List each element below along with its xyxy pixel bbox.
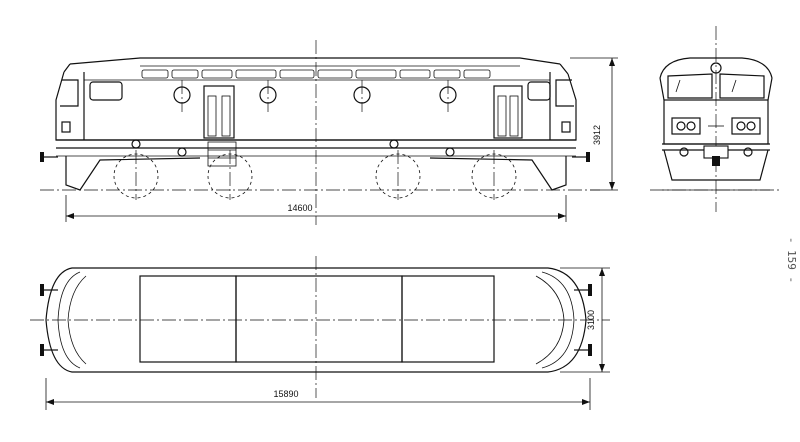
side-elevation: 14600 3912 bbox=[40, 40, 618, 225]
roof-vents bbox=[141, 69, 491, 79]
side-buffers bbox=[40, 152, 590, 162]
page-number: - 159 - bbox=[785, 237, 798, 283]
side-length-dimension: 14600 bbox=[65, 195, 567, 222]
side-height-dimension: 3912 bbox=[570, 57, 618, 191]
roof-panels bbox=[139, 275, 495, 363]
top-length-label: 15890 bbox=[273, 389, 298, 399]
top-width-dimension: 3100 bbox=[560, 267, 610, 373]
side-length-label: 14600 bbox=[287, 203, 312, 213]
plan-buffers bbox=[40, 284, 592, 356]
side-height-label: 3912 bbox=[592, 125, 602, 145]
bogie-wheels bbox=[113, 150, 517, 200]
side-portholes bbox=[173, 80, 457, 112]
top-length-dimension: 15890 bbox=[45, 378, 591, 410]
front-elevation bbox=[650, 26, 782, 212]
top-plan: 3100 15890 bbox=[30, 256, 610, 410]
top-width-label: 3100 bbox=[586, 310, 596, 330]
